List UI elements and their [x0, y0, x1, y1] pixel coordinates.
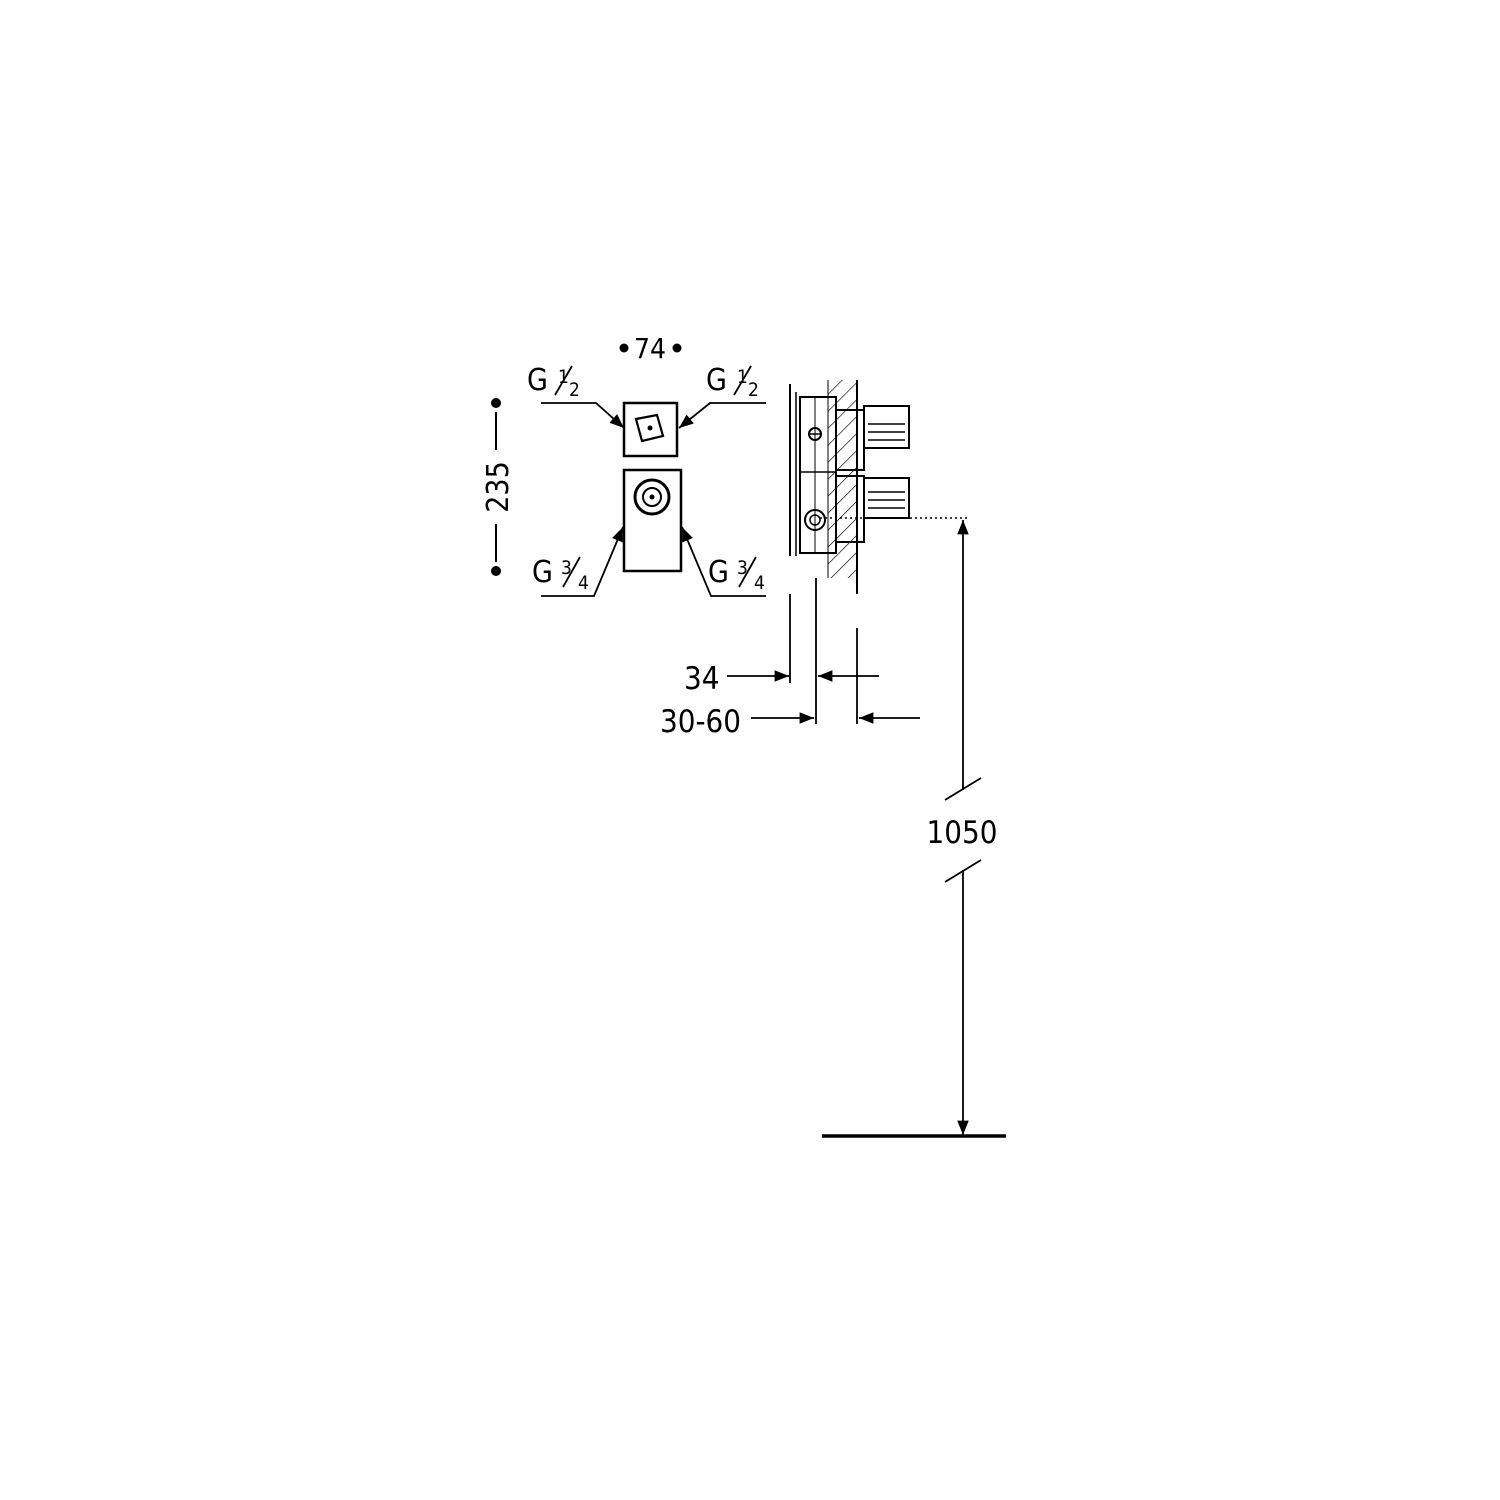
svg-text:G: G	[706, 363, 727, 398]
lower-fitting-outer	[804, 509, 826, 531]
break-mark-bottom	[944, 859, 982, 883]
leader-line	[681, 526, 766, 597]
svg-text:4: 4	[754, 572, 765, 594]
side-view: 34 30-60 1050	[660, 380, 1006, 1138]
connection-label-top-left: G 1 2	[527, 363, 625, 429]
handle-center	[647, 425, 653, 431]
lower-valve-plate	[622, 468, 683, 573]
front-view: 74 235 G 1 2	[481, 332, 766, 597]
floor-height-label: 1050	[927, 815, 998, 851]
connection-label-bottom-left: G 3 4	[532, 526, 624, 597]
wall-range-dimension: 30-60	[660, 704, 920, 740]
floor-height-dimension: 1050	[927, 520, 998, 1135]
dimension-dot-right	[672, 343, 682, 353]
wall-hatch	[828, 380, 857, 578]
svg-text:3: 3	[561, 557, 572, 579]
knob-center	[649, 494, 655, 500]
upper-valve-plate	[622, 401, 679, 458]
leader-line	[541, 526, 624, 597]
wall-range-label: 30-60	[660, 704, 741, 740]
mount-offset-dimension: 34	[684, 661, 879, 697]
svg-text:G: G	[532, 555, 553, 590]
handle-shape	[634, 413, 665, 443]
leader-line	[541, 402, 625, 429]
height-dimension: 235	[481, 398, 516, 576]
height-label: 235	[481, 461, 516, 513]
lower-fitting-inner	[809, 514, 821, 526]
dimension-dot-left	[619, 343, 629, 353]
svg-text:1: 1	[558, 366, 569, 388]
svg-text:2: 2	[748, 379, 759, 401]
mount-offset-label: 34	[684, 661, 719, 697]
width-dimension: 74	[619, 332, 682, 365]
connection-label-top-right: G 1 2	[678, 363, 766, 429]
break-mark-top	[944, 777, 982, 801]
knob-outer	[633, 478, 671, 516]
dimension-dot-bottom	[491, 566, 501, 576]
svg-text:G: G	[527, 363, 548, 398]
connection-label-bottom-right: G 3 4	[681, 526, 766, 597]
lower-handle	[863, 477, 910, 519]
knob-inner	[642, 487, 662, 507]
svg-text:4: 4	[578, 572, 589, 594]
leader-line	[678, 402, 766, 429]
width-label: 74	[634, 332, 666, 365]
dimension-dot-top	[491, 398, 501, 408]
svg-text:3: 3	[737, 557, 748, 579]
svg-text:G: G	[708, 555, 729, 590]
svg-text:1: 1	[737, 366, 748, 388]
upper-handle	[863, 405, 910, 449]
svg-text:2: 2	[569, 379, 580, 401]
